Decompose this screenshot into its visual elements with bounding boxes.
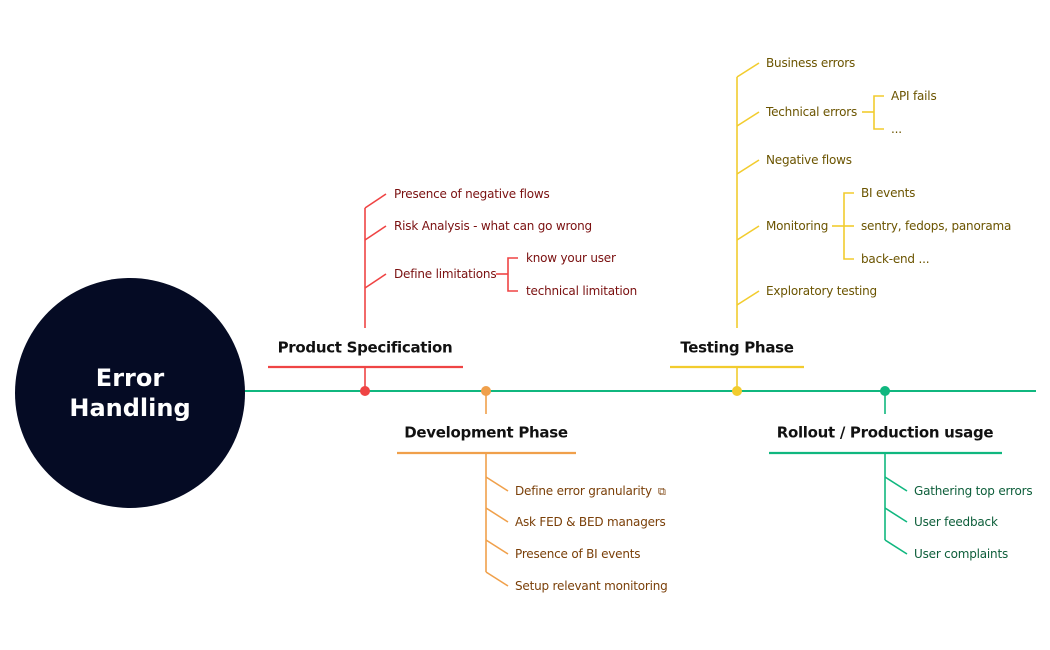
- testing-item-technical-errors: Technical errors: [766, 105, 858, 119]
- limitation-technical: technical limitation: [526, 284, 638, 298]
- testing-item-exploratory: Exploratory testing: [766, 284, 877, 298]
- limitation-know-your-user: know your user: [526, 251, 616, 265]
- development-item-monitoring: Setup relevant monitoring: [515, 579, 668, 593]
- rollout-phase-title: Rollout / Production usage: [776, 423, 994, 442]
- testing-branch: [670, 62, 884, 391]
- rollout-spine-dot: [880, 386, 890, 396]
- technical-more: ...: [891, 122, 902, 136]
- rollout-branch: [769, 391, 1002, 555]
- technical-api-fails: API fails: [891, 89, 937, 103]
- product-item-negative-flows: Presence of negative flows: [394, 187, 550, 201]
- monitoring-tools: sentry, fedops, panorama: [861, 219, 1012, 233]
- testing-item-monitoring: Monitoring: [766, 219, 829, 233]
- external-link-icon[interactable]: ⧉: [657, 485, 666, 498]
- development-branch: [397, 391, 576, 587]
- monitoring-bi-events: BI events: [861, 186, 916, 200]
- testing-spine-dot: [732, 386, 742, 396]
- rollout-item-user-feedback: User feedback: [914, 515, 998, 529]
- development-phase-title: Development Phase: [404, 423, 568, 442]
- development-spine-dot: [481, 386, 491, 396]
- product-branch: [268, 193, 518, 391]
- testing-phase-title: Testing Phase: [680, 338, 794, 357]
- center-title-line2: Handling: [69, 394, 191, 422]
- development-item-error-granularity[interactable]: Define error granularity ⧉: [515, 485, 666, 497]
- development-item-bi-events: Presence of BI events: [515, 547, 641, 561]
- product-phase-title: Product Specification: [277, 338, 453, 357]
- rollout-item-top-errors: Gathering top errors: [914, 484, 1033, 498]
- monitoring-back-end: back-end ...: [861, 252, 930, 266]
- product-item-define-limitations: Define limitations: [394, 267, 497, 281]
- center-node: Error Handling: [15, 278, 245, 508]
- development-item-ask-managers: Ask FED & BED managers: [515, 515, 666, 529]
- product-spine-dot: [360, 386, 370, 396]
- rollout-item-user-complaints: User complaints: [914, 547, 1008, 561]
- testing-item-negative-flows: Negative flows: [766, 153, 852, 167]
- product-item-risk-analysis: Risk Analysis - what can go wrong: [394, 219, 592, 233]
- development-item-error-granularity-label: Define error granularity: [515, 484, 652, 498]
- center-title-line1: Error: [95, 364, 165, 392]
- testing-item-business-errors: Business errors: [766, 56, 856, 70]
